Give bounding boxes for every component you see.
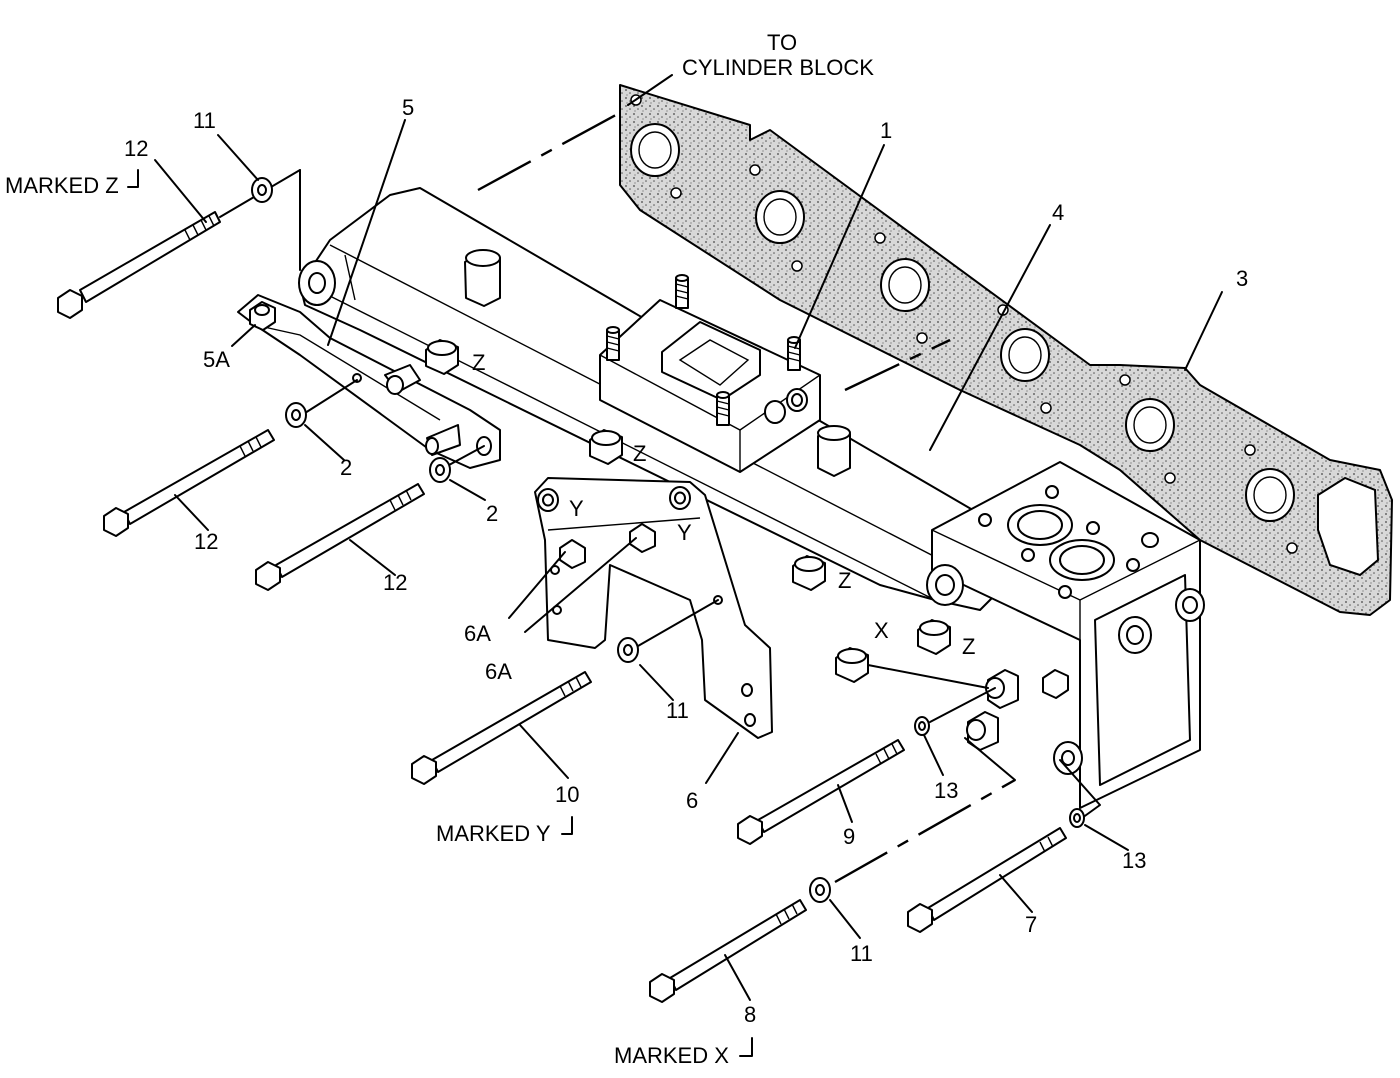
callout-2-lower: 2	[486, 501, 498, 526]
callout-7: 7	[1025, 912, 1037, 937]
bolt-letter-z: Z	[838, 568, 851, 593]
callout-9: 9	[843, 824, 855, 849]
bolt-10-marked-y	[411, 599, 719, 785]
callout-11-middle: 11	[666, 698, 689, 723]
marked-z-bracket	[127, 169, 139, 188]
bolt-letter-y: Y	[569, 496, 584, 521]
callout-3: 3	[1236, 266, 1248, 291]
callout-5: 5	[402, 95, 414, 120]
x-bolt-head	[835, 647, 869, 683]
washer-11-bottom	[809, 877, 831, 903]
washer-11-top	[251, 177, 273, 203]
manifold-outlet-block	[926, 461, 1205, 809]
spacer	[966, 711, 999, 751]
marked-x-bracket	[739, 1037, 753, 1057]
callout-12-middle: 12	[194, 529, 218, 554]
note-line-1: TO	[767, 30, 797, 55]
washer-13-upper	[914, 716, 930, 736]
callout-2-upper: 2	[340, 455, 352, 480]
bracket-5	[237, 294, 501, 469]
callout-4: 4	[1052, 200, 1064, 225]
callout-12-top: 12	[124, 136, 148, 161]
manifold-gasket	[619, 84, 1393, 616]
bolt-letter-x: X	[874, 618, 889, 643]
washer-11-middle	[617, 637, 639, 663]
callout-6: 6	[686, 788, 698, 813]
callout-11-bottom: 11	[850, 941, 873, 966]
callout-6a-upper: 6A	[464, 621, 491, 646]
stud	[787, 336, 801, 371]
callout-12-lower: 12	[383, 570, 407, 595]
callout-13-lower: 13	[1122, 848, 1146, 873]
bolt-12-middle	[103, 379, 358, 537]
stud	[716, 391, 730, 426]
bracket-6	[534, 477, 773, 739]
callout-10: 10	[555, 782, 579, 807]
bolt-12-lower	[255, 445, 485, 591]
z-bolt-head	[425, 339, 459, 375]
callout-5a: 5A	[203, 347, 230, 372]
washer-2-lower	[429, 457, 451, 483]
bolt-letter-z: Z	[962, 634, 975, 659]
turbo-mounting-pad	[599, 274, 821, 473]
leader-lines	[154, 74, 1223, 1001]
bolt-7	[907, 759, 1101, 933]
bolt-9	[737, 687, 996, 845]
callout-13-upper: 13	[934, 778, 958, 803]
bolt-letter-z: Z	[633, 441, 646, 466]
marked-y-label: MARKED Y	[436, 821, 551, 846]
note-line-2: CYLINDER BLOCK	[682, 55, 874, 80]
z-bolt-head	[917, 619, 951, 655]
marked-z-label: MARKED Z	[5, 173, 119, 198]
washer-13-lower	[1069, 808, 1085, 828]
marked-x-label: MARKED X	[614, 1043, 729, 1068]
bolt-letter-y: Y	[677, 520, 692, 545]
nut	[1042, 669, 1069, 699]
callout-6a-lower: 6A	[485, 659, 512, 684]
callout-1: 1	[880, 118, 892, 143]
stud	[675, 274, 689, 309]
marked-y-bracket	[561, 816, 573, 835]
z-bolt-head	[792, 555, 826, 591]
washer-2-upper	[285, 402, 307, 428]
bolt-8-marked-x	[649, 737, 1016, 1003]
callout-11-top: 11	[193, 108, 216, 133]
spacer	[985, 669, 1019, 709]
callout-8: 8	[744, 1002, 756, 1027]
z-bolt-head	[589, 429, 623, 465]
bolt-letter-z: Z	[472, 350, 485, 375]
stud	[606, 326, 620, 361]
